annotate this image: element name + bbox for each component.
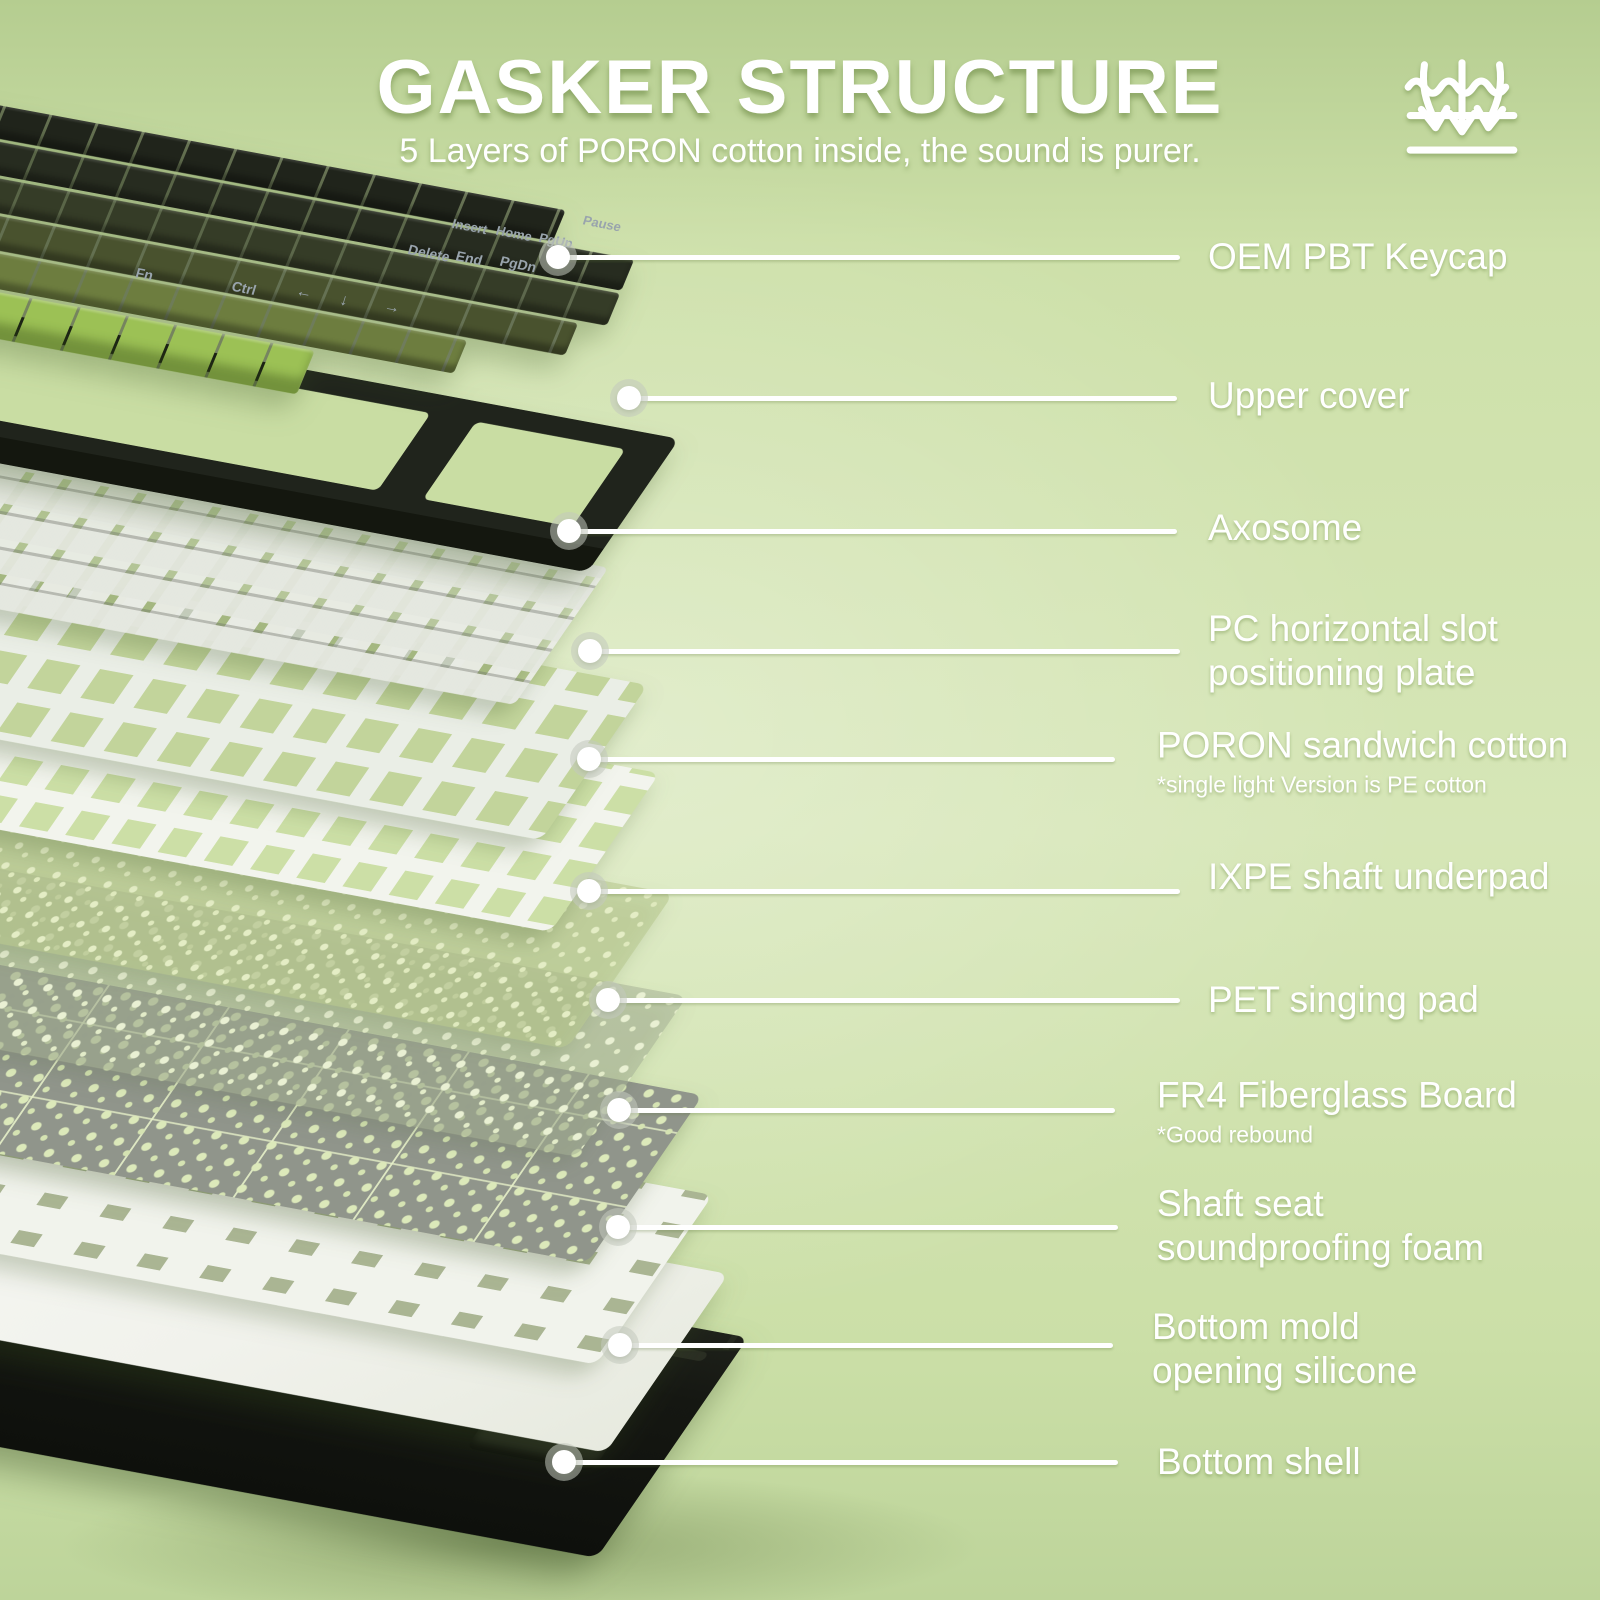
callout-label-axosome: Axosome [1208, 507, 1363, 548]
callout-label-poron: PORON sandwich cotton *single light Vers… [1157, 724, 1568, 799]
callout-label-fr4: FR4 Fiberglass Board *Good rebound [1157, 1074, 1517, 1149]
callout-line-upper-cover [629, 396, 1177, 401]
callout-label-silicone: Bottom mold opening silicone [1152, 1305, 1417, 1393]
callout-dot-keycap [546, 245, 570, 269]
callout-label-bottom-shell: Bottom shell [1157, 1441, 1361, 1482]
callout-dot-fr4 [607, 1098, 631, 1122]
callout-dot-upper-cover [617, 386, 641, 410]
callout-label-poron-main: PORON sandwich cotton [1157, 724, 1569, 766]
callout-dot-silicone [608, 1333, 632, 1357]
callout-label-pc-plate-line2: positioning plate [1208, 652, 1476, 693]
callout-label-foam: Shaft seat soundproofing foam [1157, 1182, 1484, 1270]
callout-label-foam-line2: soundproofing foam [1157, 1227, 1485, 1268]
callout-label-keycap: OEM PBT Keycap [1208, 236, 1508, 277]
callout-line-axosome [569, 529, 1177, 534]
sound-absorption-layers-icon [1404, 59, 1518, 154]
callout-label-upper-cover: Upper cover [1208, 375, 1410, 416]
callout-dot-pet [596, 988, 620, 1012]
callout-dot-ixpe [577, 879, 601, 903]
callout-line-keycap [558, 255, 1180, 260]
page-subtitle: 5 Layers of PORON cotton inside, the sou… [399, 132, 1201, 170]
callout-label-silicone-line1: Bottom mold [1152, 1306, 1360, 1347]
callout-label-poron-note: *single light Version is PE cotton [1157, 771, 1487, 798]
callout-line-poron [589, 757, 1115, 762]
callout-label-fr4-main: FR4 Fiberglass Board [1157, 1074, 1517, 1116]
callout-line-silicone [620, 1343, 1113, 1348]
callout-line-ixpe [589, 889, 1180, 894]
callout-line-pet [608, 998, 1180, 1003]
callout-line-bottom-shell [564, 1460, 1118, 1465]
callout-dot-pc-plate [578, 639, 602, 663]
page-title: GASKER STRUCTURE [376, 45, 1224, 130]
callout-dot-poron [577, 747, 601, 771]
callout-label-silicone-line2: opening silicone [1152, 1350, 1418, 1391]
callout-label-ixpe: IXPE shaft underpad [1208, 856, 1550, 897]
callout-label-pet: PET singing pad [1208, 979, 1479, 1020]
callout-line-pc-plate [590, 649, 1180, 654]
callout-dot-bottom-shell [552, 1450, 576, 1474]
callout-label-pc-plate: PC horizontal slot positioning plate [1208, 607, 1498, 695]
callout-dot-foam [606, 1215, 630, 1239]
callout-label-fr4-note: *Good rebound [1157, 1121, 1314, 1148]
callout-label-foam-line1: Shaft seat [1157, 1183, 1324, 1224]
callout-line-fr4 [619, 1108, 1115, 1113]
callout-line-foam [618, 1225, 1118, 1230]
callout-label-pc-plate-line1: PC horizontal slot [1208, 608, 1498, 649]
callout-dot-axosome [557, 519, 581, 543]
